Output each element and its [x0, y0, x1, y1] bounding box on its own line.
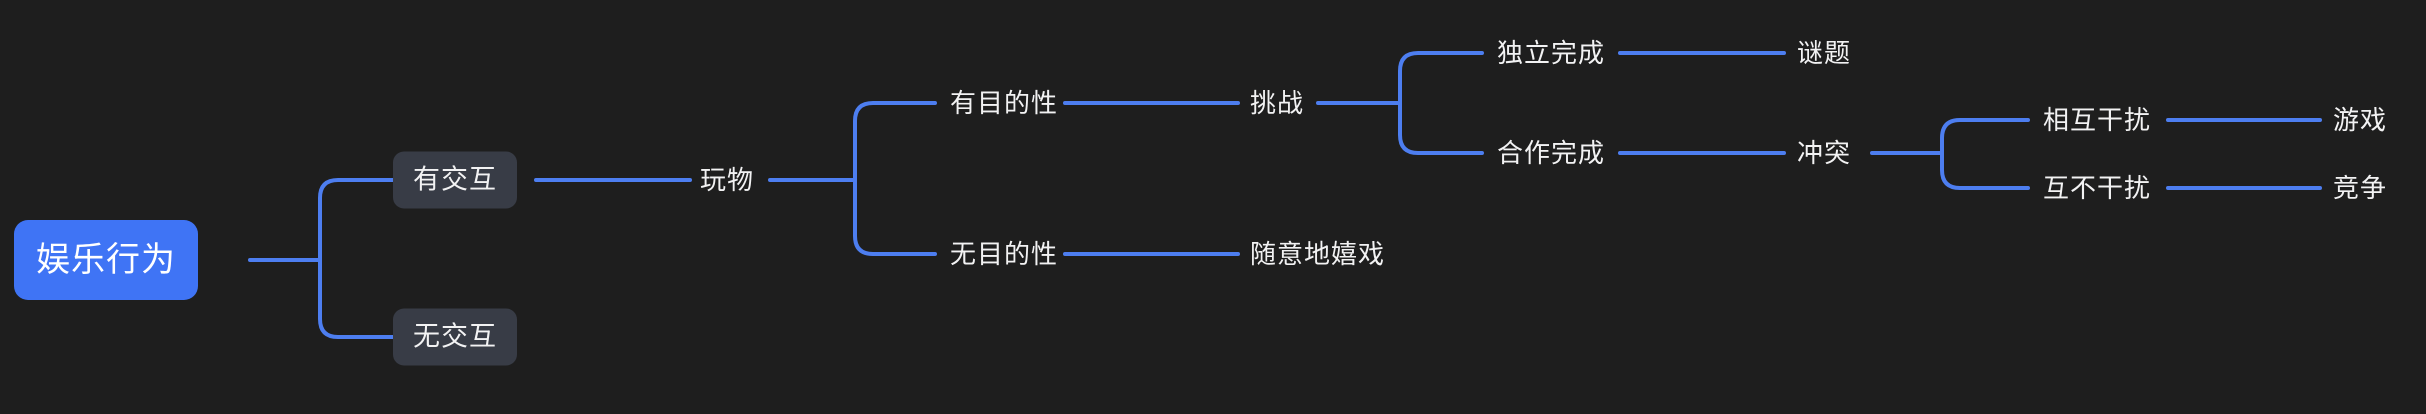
mindmap-node-label: 有目的性: [950, 88, 1059, 118]
mindmap-node-label: 挑战: [1250, 88, 1305, 118]
edge-plaything-split-branch-1: [853, 178, 937, 256]
mindmap-node-label: 游戏: [2333, 105, 2388, 135]
edge-conflict-split-branch-0: [1940, 118, 2030, 155]
mindmap-node-solo-completion[interactable]: 独立完成: [1497, 34, 1605, 72]
mindmap-node-label: 相互干扰: [2043, 105, 2152, 135]
mindmap-node-mutual-interference[interactable]: 相互干扰: [2043, 101, 2151, 139]
mindmap-node-casual-play[interactable]: 随意地嬉戏: [1250, 235, 1385, 273]
mindmap-node-puzzle[interactable]: 谜题: [1797, 34, 1851, 72]
mindmap-node-plaything[interactable]: 玩物: [700, 161, 754, 199]
mindmap-node-root[interactable]: 娱乐行为: [14, 220, 198, 300]
mindmap-node-label: 玩物: [700, 165, 755, 195]
mindmap-node-label: 无交互: [413, 321, 497, 352]
mindmap-node-non-interactive[interactable]: 无交互: [393, 308, 517, 366]
mindmap-node-purposeful[interactable]: 有目的性: [950, 84, 1058, 122]
mindmap-node-competition[interactable]: 竞争: [2333, 169, 2387, 207]
mindmap-node-label: 冲突: [1797, 138, 1852, 168]
mindmap-node-coop-completion[interactable]: 合作完成: [1497, 134, 1605, 172]
mindmap-node-label: 无目的性: [950, 239, 1059, 269]
mindmap-node-label: 竞争: [2333, 173, 2388, 203]
edge-challenge-split-branch-1: [1398, 101, 1484, 155]
mindmap-node-challenge[interactable]: 挑战: [1250, 84, 1304, 122]
mindmap-node-label: 互不干扰: [2043, 173, 2152, 203]
mindmap-node-label: 有交互: [413, 164, 497, 195]
mindmap-node-game[interactable]: 游戏: [2333, 101, 2387, 139]
mindmap-node-purposeless[interactable]: 无目的性: [950, 235, 1058, 273]
edge-root-split-branch-1: [318, 258, 395, 339]
mindmap-node-label: 谜题: [1797, 38, 1852, 68]
edge-root-split-branch-0: [318, 178, 395, 262]
mindmap-node-no-interference[interactable]: 互不干扰: [2043, 169, 2151, 207]
mindmap-node-label: 独立完成: [1497, 38, 1606, 68]
mindmap-node-label: 随意地嬉戏: [1250, 239, 1386, 269]
mindmap-node-label: 娱乐行为: [36, 241, 176, 279]
edge-plaything-split-branch-0: [853, 101, 937, 182]
mindmap-node-conflict[interactable]: 冲突: [1797, 134, 1851, 172]
mindmap-node-interactive[interactable]: 有交互: [393, 151, 517, 209]
edge-conflict-split-branch-1: [1940, 151, 2030, 190]
edge-challenge-split-branch-0: [1398, 51, 1484, 105]
mindmap-node-label: 合作完成: [1497, 138, 1606, 168]
